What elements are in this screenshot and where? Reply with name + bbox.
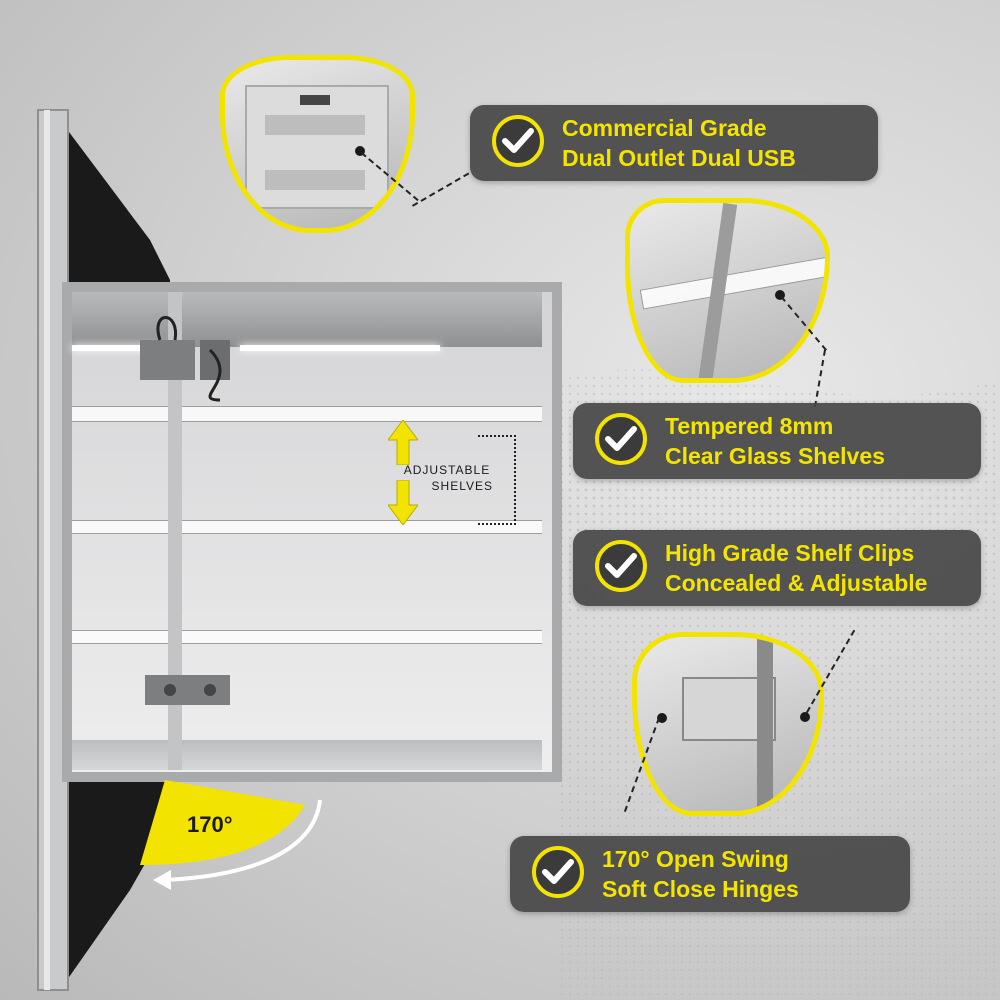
feature-hinges: 170° Open Swing Soft Close Hinges: [510, 836, 910, 912]
shelves-label: ADJUSTABLE SHELVES: [397, 462, 497, 494]
callout-dot: [800, 712, 810, 722]
shelves-bracket: [478, 435, 516, 525]
outlet-socket: [265, 115, 365, 135]
shelves-label-line2: SHELVES: [431, 479, 493, 493]
feature-text: Tempered 8mm Clear Glass Shelves: [665, 411, 885, 471]
check-icon: [595, 540, 647, 592]
feature-line2: Concealed & Adjustable: [665, 570, 928, 596]
callout-dot: [355, 146, 365, 156]
led-light-strip: [72, 292, 542, 347]
led-light: [72, 345, 182, 351]
callout-dot: [657, 713, 667, 723]
up-arrow-icon: [388, 420, 418, 465]
feature-line2: Dual Outlet Dual USB: [562, 145, 796, 171]
hinge-post: [757, 637, 773, 811]
feature-shelf-clips: High Grade Shelf Clips Concealed & Adjus…: [573, 530, 981, 606]
feature-glass-shelves: Tempered 8mm Clear Glass Shelves: [573, 403, 981, 479]
shelf-clip-callout: [625, 198, 830, 383]
glass-shelf: [72, 520, 542, 534]
check-icon: [532, 846, 584, 898]
feature-line1: Tempered 8mm: [665, 413, 834, 439]
glass-shelf: [72, 406, 542, 422]
swing-angle-label: 170°: [187, 812, 233, 837]
feature-outlet: Commercial Grade Dual Outlet Dual USB: [470, 105, 878, 181]
hinge-hardware: [145, 675, 230, 705]
hinge-hardware: [140, 316, 230, 402]
cabinet-divider: [168, 292, 182, 770]
check-icon: [595, 413, 647, 465]
shelves-label-line1: ADJUSTABLE: [403, 463, 491, 477]
feature-line2: Clear Glass Shelves: [665, 443, 885, 469]
outlet-callout: [220, 55, 415, 233]
cabinet-bottom: [72, 740, 542, 770]
swing-wedge: [140, 780, 305, 865]
feature-text: High Grade Shelf Clips Concealed & Adjus…: [665, 538, 927, 598]
feature-text: 170° Open Swing Soft Close Hinges: [602, 844, 799, 904]
check-icon: [492, 115, 544, 167]
hinge-callout: [632, 632, 824, 816]
curved-arrow-icon: [153, 799, 322, 890]
outlet-socket: [265, 170, 365, 190]
shelf-glass: [639, 256, 825, 310]
callout-dot: [775, 290, 785, 300]
usb-port: [300, 95, 330, 105]
feature-line2: Soft Close Hinges: [602, 876, 799, 902]
feature-line1: Commercial Grade: [562, 115, 767, 141]
feature-line1: High Grade Shelf Clips: [665, 540, 915, 566]
feature-text: Commercial Grade Dual Outlet Dual USB: [562, 113, 796, 173]
down-arrow-icon: [388, 480, 418, 525]
feature-line1: 170° Open Swing: [602, 846, 789, 872]
glass-shelf: [72, 630, 542, 644]
led-light: [240, 345, 440, 351]
